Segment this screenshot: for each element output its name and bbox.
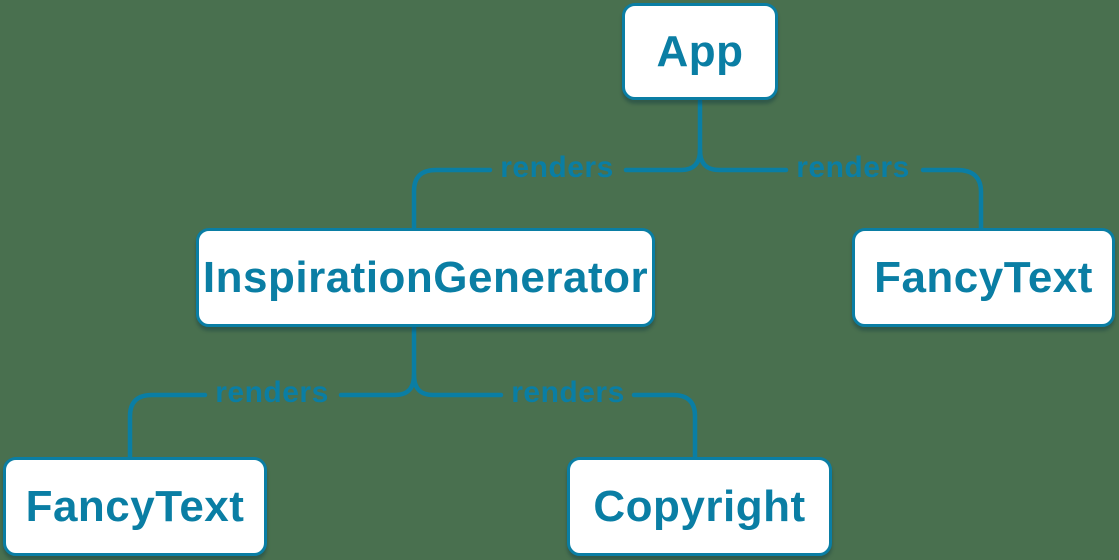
node-app-label: App <box>656 26 744 76</box>
edge-label-renders-4: renders <box>511 376 625 409</box>
node-fancy-text-bottom-left-label: FancyText <box>25 481 245 531</box>
node-copyright: Copyright <box>567 457 832 556</box>
node-copyright-label: Copyright <box>593 481 806 531</box>
edge-label-renders-3: renders <box>215 376 329 409</box>
edge-inspirationgenerator-to-copyright <box>411 372 698 460</box>
node-inspiration-generator: InspirationGenerator <box>196 228 655 327</box>
node-inspiration-generator-label: InspirationGenerator <box>202 252 649 302</box>
node-fancy-text-top-right: FancyText <box>852 228 1115 327</box>
edge-label-renders-2: renders <box>796 151 910 184</box>
edge-app-to-fancytext <box>697 147 984 231</box>
node-app: App <box>622 3 778 100</box>
edge-label-renders-1: renders <box>500 151 614 184</box>
node-fancy-text-top-right-label: FancyText <box>874 252 1093 302</box>
node-fancy-text-bottom-left: FancyText <box>3 457 267 556</box>
